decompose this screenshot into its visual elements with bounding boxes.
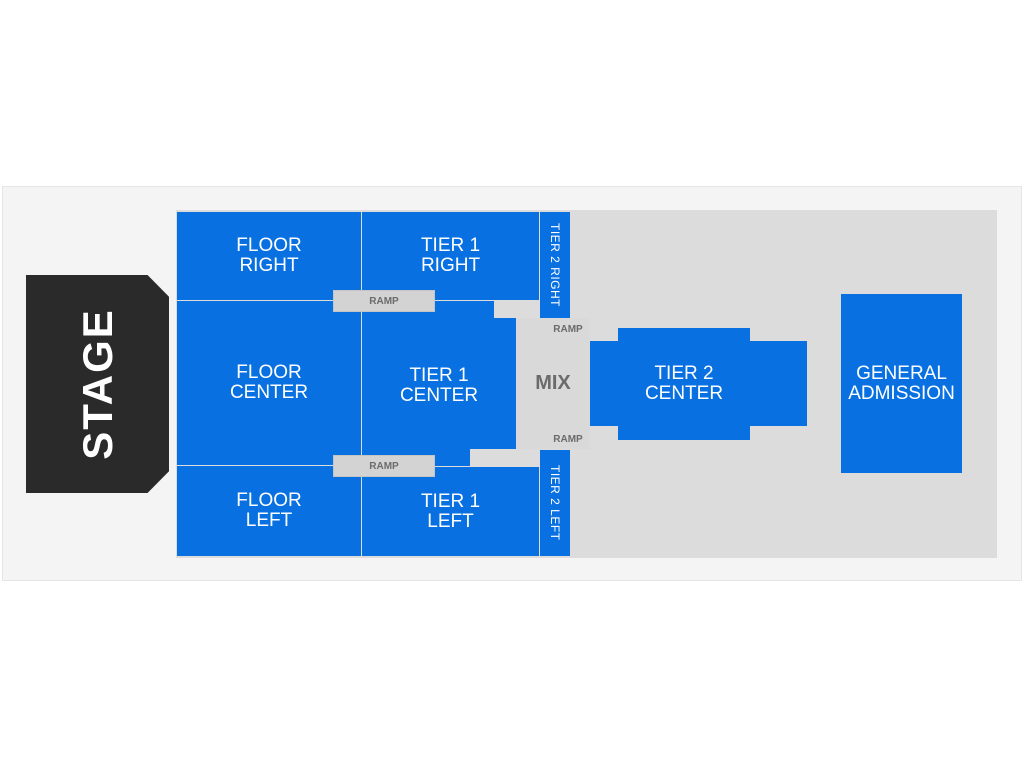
ramp-mix-upper: RAMP	[540, 318, 596, 340]
section-tier1-center-label: TIER 1 CENTER	[399, 365, 479, 406]
stage: STAGE	[26, 275, 169, 493]
mix-label: MIX	[535, 372, 571, 394]
section-tier2-center-label: TIER 2 CENTER	[644, 363, 724, 404]
section-floor-right-label: FLOOR RIGHT	[236, 235, 302, 276]
section-floor-center-label: FLOOR CENTER	[229, 362, 309, 403]
ramp-upper: RAMP	[333, 290, 435, 312]
ramp-mix-upper-label: RAMP	[553, 323, 583, 335]
section-tier1-center[interactable]: TIER 1 CENTER	[362, 340, 516, 432]
section-tier1-left[interactable]: TIER 1 LEFT	[362, 467, 539, 556]
ramp-mix-lower-label: RAMP	[553, 433, 583, 445]
ramp-lower-label: RAMP	[369, 460, 399, 472]
section-tier2-left-label: TIER 2 LEFT	[548, 465, 562, 541]
section-tier2-left[interactable]: TIER 2 LEFT	[540, 450, 570, 556]
section-tier1-left-label: TIER 1 LEFT	[420, 490, 481, 532]
mix-area: MIX	[516, 318, 590, 449]
section-floor-left-label: FLOOR LEFT	[236, 490, 302, 531]
section-general-admission[interactable]: GENERAL ADMISSION	[841, 294, 962, 473]
ramp-upper-label: RAMP	[369, 295, 399, 307]
section-tier1-right[interactable]: TIER 1 RIGHT	[362, 212, 539, 300]
section-floor-center[interactable]: FLOOR CENTER	[177, 301, 361, 465]
ramp-mix-lower: RAMP	[540, 428, 596, 450]
section-general-admission-label: GENERAL ADMISSION	[848, 362, 955, 404]
ramp-lower: RAMP	[333, 455, 435, 477]
section-tier2-center[interactable]: TIER 2 CENTER	[618, 328, 750, 440]
section-tier1-right-label: TIER 1 RIGHT	[420, 235, 481, 276]
tier1-center-polygon[interactable]	[362, 301, 516, 466]
section-floor-left[interactable]: FLOOR LEFT	[177, 466, 361, 556]
section-tier2-right-label: TIER 2 RIGHT	[548, 222, 562, 307]
section-tier2-right[interactable]: TIER 2 RIGHT	[540, 212, 570, 318]
section-floor-right[interactable]: FLOOR RIGHT	[177, 212, 361, 300]
